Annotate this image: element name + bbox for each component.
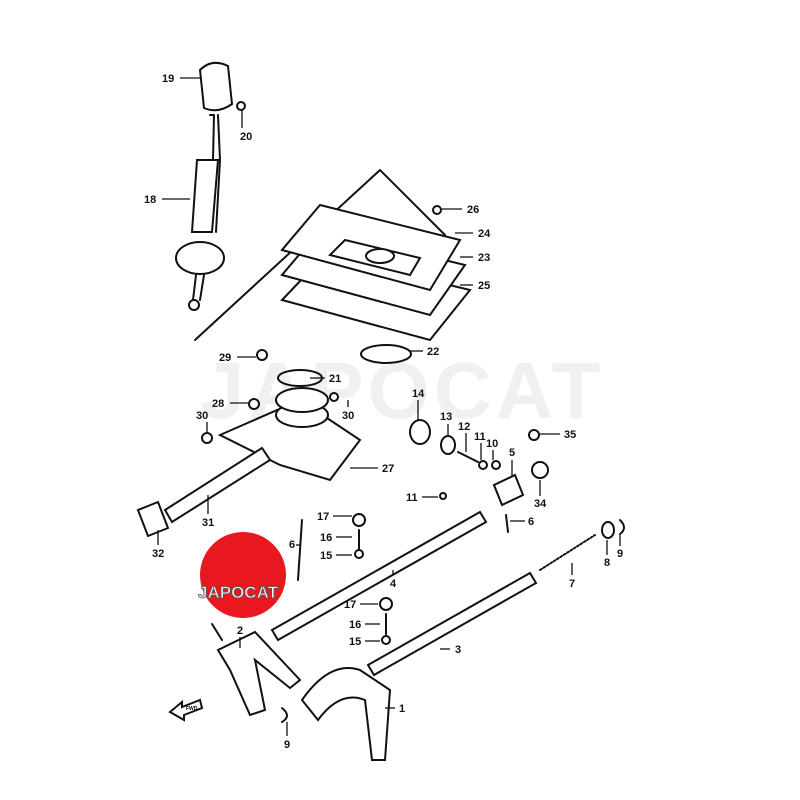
fwd-label: FWD — [186, 706, 198, 712]
callout-15b: 15 — [349, 636, 361, 648]
callout-21: 21 — [329, 373, 341, 385]
ball-11 — [478, 460, 488, 470]
oring-13 — [440, 435, 456, 455]
assembly-guide-line — [194, 169, 446, 341]
callout-15: 15 — [320, 550, 332, 562]
shift-knob — [198, 61, 234, 112]
pin-6 — [505, 514, 509, 533]
pin-2 — [211, 623, 223, 641]
block-5 — [492, 473, 525, 507]
callout-7: 7 — [569, 578, 575, 590]
bolt-29 — [256, 349, 268, 361]
callout-12: 12 — [458, 421, 470, 433]
callout-5: 5 — [509, 447, 515, 459]
callout-6: 6 — [528, 516, 534, 528]
callout-35: 35 — [564, 429, 576, 441]
oring-22 — [360, 344, 412, 364]
callout-32: 32 — [152, 548, 164, 560]
pin-10 — [491, 460, 501, 470]
callout-9b: 9 — [284, 739, 290, 751]
ball-15b — [381, 635, 391, 645]
callout-18: 18 — [144, 194, 156, 206]
callout-22: 22 — [427, 346, 439, 358]
washer-8 — [601, 521, 615, 539]
spring-12 — [457, 451, 479, 463]
bolt-28 — [248, 398, 260, 410]
ball-11b — [439, 492, 447, 500]
clip-9b — [281, 707, 288, 723]
callout-30-left: 30 — [196, 410, 208, 422]
callout-16b: 16 — [349, 619, 361, 631]
callout-11: 11 — [474, 431, 486, 443]
fork-1 — [300, 667, 392, 761]
screw-26 — [432, 205, 442, 215]
clip-9 — [619, 519, 625, 535]
bolt-30-right — [329, 392, 339, 402]
callout-1: 1 — [399, 703, 405, 715]
bolt-30-left — [201, 432, 213, 444]
callout-9: 9 — [617, 548, 623, 560]
plug-14 — [409, 419, 431, 445]
callout-14: 14 — [412, 388, 425, 400]
callout-26: 26 — [467, 204, 479, 216]
callout-10: 10 — [486, 438, 498, 450]
spring-34 — [531, 461, 549, 479]
callout-16: 16 — [320, 532, 332, 544]
shift-lever — [175, 114, 225, 311]
callout-2: 2 — [237, 625, 243, 637]
callout-20: 20 — [240, 131, 252, 143]
callout-24: 24 — [478, 228, 491, 240]
leader-lines — [157, 77, 621, 736]
logo-text: JAPOCAT — [198, 583, 279, 603]
cover-plates — [280, 203, 472, 342]
callout-13: 13 — [440, 411, 452, 423]
callout-17: 17 — [317, 511, 329, 523]
rod-4 — [270, 510, 488, 642]
rod-3 — [366, 571, 538, 677]
callout-28: 28 — [212, 398, 224, 410]
callout-31: 31 — [202, 517, 214, 529]
callout-19: 19 — [162, 73, 174, 85]
callout-6-left: 6 — [289, 539, 295, 551]
fwd-arrow-icon: FWD — [168, 698, 204, 722]
japocat-logo — [200, 532, 286, 618]
callout-3: 3 — [455, 644, 461, 656]
callout-34: 34 — [534, 498, 547, 510]
bushing-32 — [136, 500, 170, 538]
bolt-35 — [528, 429, 540, 441]
callout-4: 4 — [390, 578, 397, 590]
callout-27: 27 — [382, 463, 394, 475]
callout-25: 25 — [478, 280, 490, 292]
shaft-31 — [163, 446, 272, 524]
callout-23: 23 — [478, 252, 490, 264]
callout-30-right: 30 — [342, 410, 354, 422]
callout-29: 29 — [219, 352, 231, 364]
fork-2 — [216, 630, 302, 717]
bolt-17b — [379, 597, 393, 611]
spring-7 — [539, 534, 596, 571]
callout-11b: 11 — [406, 492, 418, 504]
housing-27 — [217, 387, 362, 482]
bolt-20 — [236, 101, 246, 111]
callout-17b: 17 — [344, 599, 356, 611]
bolt-6-left — [297, 519, 303, 581]
bolt-17 — [352, 513, 366, 527]
callout-8: 8 — [604, 557, 610, 569]
ball-15 — [354, 549, 364, 559]
